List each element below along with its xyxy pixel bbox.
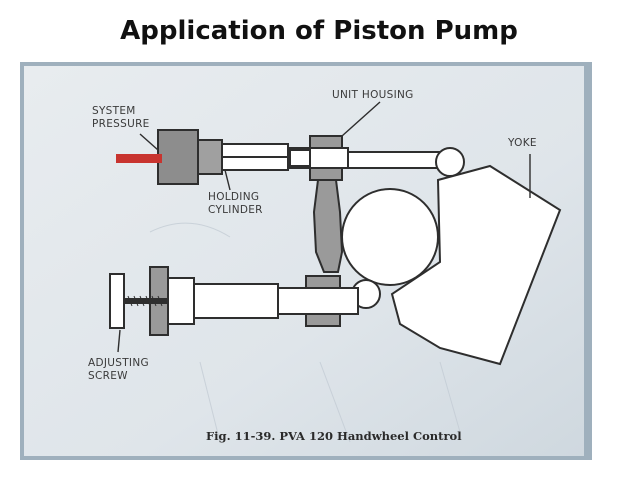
label-adjusting-screw-2: SCREW (88, 370, 128, 382)
label-system-pressure-2: PRESSURE (92, 118, 150, 130)
label-holding-cylinder-2: CYLINDER (208, 204, 263, 216)
label-adjusting-screw-1: ADJUSTING (88, 357, 149, 369)
pressure-block (157, 129, 199, 185)
upper-roller (435, 147, 465, 177)
lower-piston (277, 287, 359, 315)
label-holding-cylinder-1: HOLDING (208, 191, 259, 203)
bleed-through (149, 222, 461, 443)
vertical-link (312, 179, 344, 273)
yoke (390, 164, 562, 366)
mechanism-drawing (109, 101, 562, 366)
pressure-line (116, 154, 162, 163)
diagram-photo: SYSTEM PRESSURE UNIT HOUSING YOKE HOLDIN… (20, 62, 592, 460)
unit-housing-top (309, 135, 343, 149)
lower-cylinder (193, 283, 279, 319)
figure-caption: Fig. 11-39. PVA 120 Handwheel Control (206, 429, 462, 443)
label-unit-housing: UNIT HOUSING (332, 89, 414, 101)
upper-rod (347, 151, 449, 169)
yoke-cam (341, 188, 439, 286)
diagram-svg: SYSTEM PRESSURE UNIT HOUSING YOKE HOLDIN… (20, 62, 592, 460)
adjusting-screw-knob (109, 273, 125, 329)
label-system-pressure-1: SYSTEM (92, 105, 136, 117)
slide-title: Application of Piston Pump (120, 16, 518, 46)
label-yoke: YOKE (507, 137, 537, 149)
